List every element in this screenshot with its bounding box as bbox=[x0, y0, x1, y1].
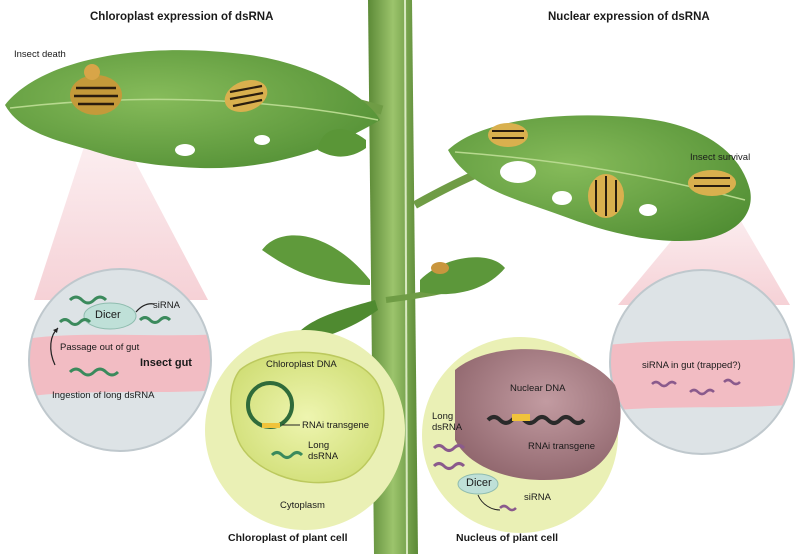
nucleus-sirna-label: siRNA bbox=[524, 492, 551, 503]
magnify-cone-right bbox=[618, 192, 790, 305]
nuclear-dna-label: Nuclear DNA bbox=[510, 383, 566, 394]
rnai-transgene-label: RNAi transgene bbox=[302, 420, 370, 431]
stem-leaf-1 bbox=[262, 235, 370, 285]
dsrna-helix-icon bbox=[432, 462, 466, 470]
nucleus-transgene-label: RNAi transgene bbox=[528, 441, 596, 452]
nucleus-long-dsrna-label-1: Long bbox=[432, 411, 454, 422]
left-title: Chloroplast expression of dsRNA bbox=[90, 11, 274, 23]
beetle-icon bbox=[224, 80, 268, 112]
long-dsrna-label-1: Long bbox=[308, 440, 330, 451]
long-dsrna-label-2: dsRNA bbox=[308, 451, 339, 462]
chloroplast-caption: Chloroplast of plant cell bbox=[228, 532, 348, 544]
right-title: Nuclear expression of dsRNA bbox=[548, 11, 710, 23]
gut-circle-right bbox=[609, 269, 795, 455]
dicer-label: Dicer bbox=[95, 309, 121, 321]
insect-survival-label: Insect survival bbox=[690, 152, 751, 163]
nucleus-caption: Nucleus of plant cell bbox=[456, 532, 559, 544]
nucleus bbox=[455, 349, 621, 481]
sirna-label: siRNA bbox=[153, 300, 180, 311]
sirna-trapped-label: siRNA in gut (trapped?) bbox=[642, 360, 741, 371]
dsrna-helix-icon bbox=[270, 451, 304, 459]
dsrna-helix-icon bbox=[689, 388, 715, 396]
beetle-icon bbox=[488, 123, 528, 147]
nucleus-cell bbox=[422, 337, 621, 533]
beetle-icon bbox=[70, 64, 122, 115]
beetle-icon bbox=[588, 174, 624, 218]
insect-death-label: Insect death bbox=[14, 49, 66, 60]
chloroplast-cell bbox=[205, 330, 405, 530]
nucleus-long-dsrna-label-2: dsRNA bbox=[432, 422, 463, 433]
ingestion-label: Ingestion of long dsRNA bbox=[52, 390, 155, 401]
beetle-icon bbox=[688, 170, 736, 196]
chloroplast-dna-label: Chloroplast DNA bbox=[266, 359, 337, 370]
beetle-icon bbox=[431, 262, 449, 274]
dsrna-helix-icon bbox=[499, 504, 517, 512]
dsrna-helix-icon bbox=[651, 380, 677, 388]
stem-leaf-3 bbox=[420, 257, 505, 295]
insect-gut-label: Insect gut bbox=[140, 357, 192, 369]
magnify-cone-left bbox=[34, 110, 208, 300]
dsrna-helix-icon bbox=[138, 316, 172, 324]
gut-circle-left bbox=[28, 268, 212, 452]
dsrna-helix-icon bbox=[68, 295, 108, 305]
dsrna-helix-icon bbox=[723, 378, 741, 386]
dsrna-helix-icon bbox=[432, 444, 466, 452]
cytoplasm-label: Cytoplasm bbox=[280, 500, 325, 511]
dsrna-helix-icon bbox=[68, 367, 120, 377]
transgene-segment bbox=[262, 423, 280, 428]
transgene-segment bbox=[512, 414, 530, 421]
nucleus-dicer-label: Dicer bbox=[466, 477, 492, 489]
passage-label: Passage out of gut bbox=[60, 342, 140, 353]
dsrna-helix-icon bbox=[58, 318, 92, 326]
